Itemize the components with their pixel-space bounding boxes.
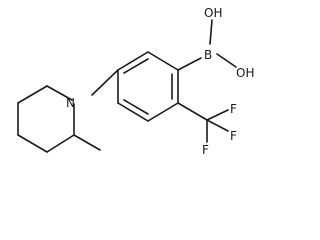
fluorine-2-label: F [230, 129, 237, 143]
bond-c5p-c6p [17, 85, 48, 104]
fluorine-3-label: F [202, 143, 209, 157]
bond-c3p-c4p [17, 134, 48, 153]
bond-inner-c3-c4 [123, 99, 149, 115]
molecule-structure: B OH OH N F F F [17, 6, 254, 157]
boron-label: B [204, 48, 212, 62]
nitrogen-label: N [66, 96, 75, 110]
bond-inner-c5-c6 [123, 58, 149, 74]
bond-c5-c6 [117, 51, 149, 71]
bond-c2-c3 [147, 102, 179, 122]
bond-b-oh-right [216, 53, 237, 68]
atom-labels: B OH OH N F F F [66, 6, 254, 157]
bond-c3-c4 [117, 102, 149, 122]
bond-cf3-f1 [206, 109, 229, 121]
fluorine-1-label: F [230, 102, 237, 116]
bond-cf3-f2 [206, 119, 229, 132]
bond-c1-b [177, 57, 202, 71]
hydroxyl-right-label: OH [236, 66, 254, 80]
bond-b-oh-top [209, 19, 213, 45]
bond-c6p-n [46, 85, 73, 101]
bond-c6-c1 [147, 51, 179, 71]
bond-c4-n [91, 69, 119, 96]
bonds [17, 19, 237, 153]
bond-methyl [73, 134, 101, 151]
bond-c2p-c3p [46, 134, 75, 153]
bond-c2-cf3 [177, 102, 208, 121]
hydroxyl-top-label: OH [204, 6, 222, 20]
